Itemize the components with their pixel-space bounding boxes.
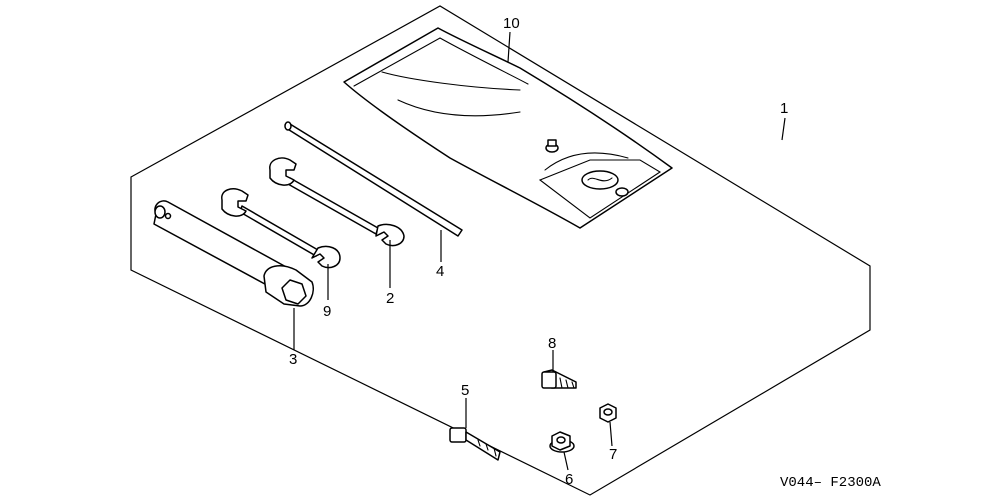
callout-short-bolt: 8 xyxy=(548,335,556,352)
nut[interactable] xyxy=(599,403,617,423)
rod[interactable] xyxy=(284,121,463,237)
callout-wrench-lower: 9 xyxy=(323,303,331,320)
leader-lines xyxy=(293,31,786,471)
wrench-upper[interactable] xyxy=(269,157,405,247)
flange-nut[interactable] xyxy=(549,431,575,453)
spark-plug-wrench[interactable] xyxy=(153,200,314,307)
callout-rod: 4 xyxy=(436,263,444,280)
wrench-lower[interactable] xyxy=(221,188,341,269)
tool-bag[interactable] xyxy=(343,27,673,229)
figure-code: V044– F2300A xyxy=(780,475,881,491)
callout-flange-nut: 6 xyxy=(565,471,573,488)
callout-tool-bag: 10 xyxy=(503,15,520,32)
callout-kit: 1 xyxy=(780,100,788,117)
callout-nut: 7 xyxy=(609,446,617,463)
short-bolt[interactable] xyxy=(541,369,577,389)
callout-wrench-upper: 2 xyxy=(386,290,394,307)
callout-long-bolt: 5 xyxy=(461,382,469,399)
kit-boundary xyxy=(130,5,871,496)
long-bolt[interactable] xyxy=(449,427,501,461)
callout-plug-wrench: 3 xyxy=(289,351,297,368)
